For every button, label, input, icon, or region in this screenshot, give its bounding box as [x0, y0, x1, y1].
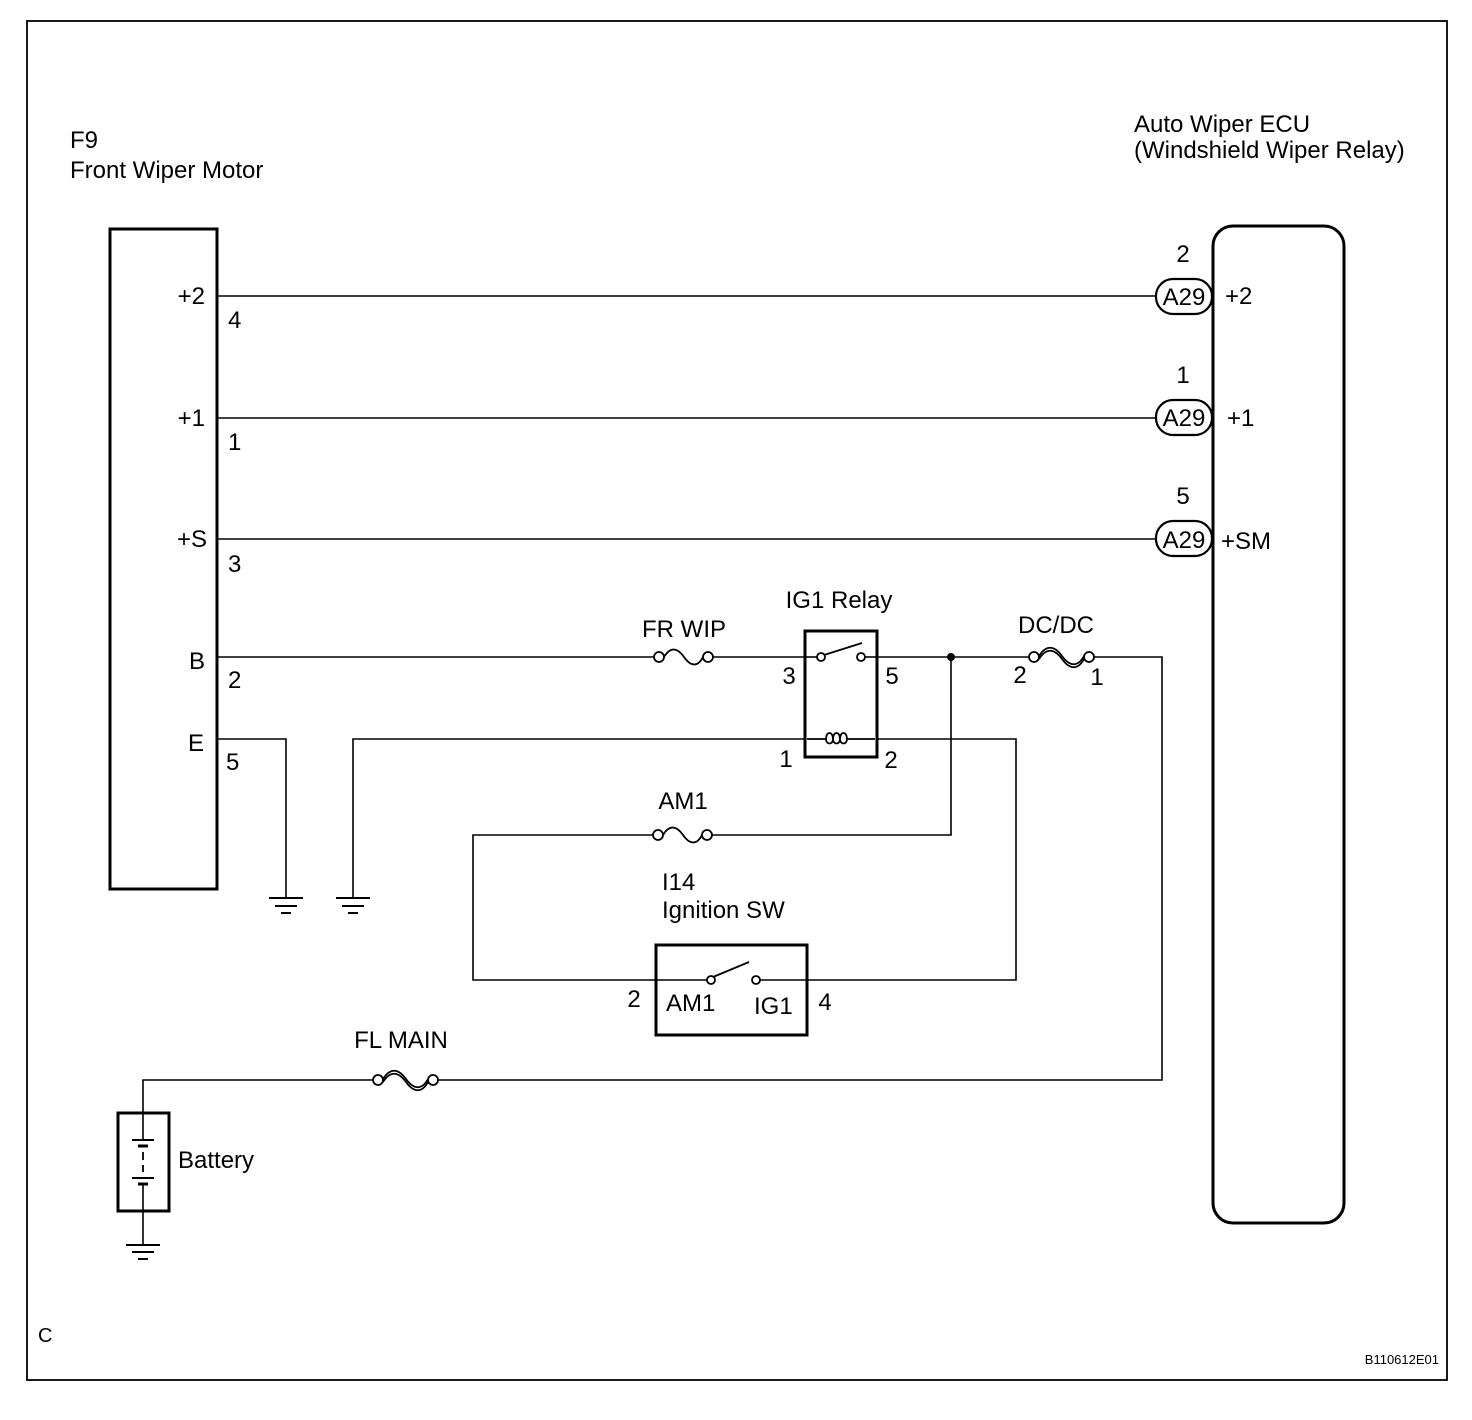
ecu-terminal-plusSM: +SM — [1221, 528, 1271, 555]
ecu-terminal-plus2: +2 — [1225, 283, 1252, 310]
ignition-connector-id: I14 — [662, 869, 695, 896]
motor-pin-B: 2 — [228, 667, 241, 694]
ignition-label-am1: AM1 — [666, 990, 715, 1017]
motor-name: Front Wiper Motor — [70, 157, 263, 184]
relay-pin-5: 5 — [885, 663, 898, 690]
ecu-connector-id-plusSM: A29 — [1163, 527, 1206, 554]
ecu-pin-plus2: 2 — [1176, 241, 1189, 268]
wire-dcdc-down — [438, 656, 1163, 1081]
fuse-am1-label: AM1 — [658, 788, 707, 815]
ecu-name-line1: Auto Wiper ECU — [1134, 111, 1310, 138]
figure-id: B110612E01 — [1365, 1352, 1439, 1367]
ecu-connector-id-plus2: A29 — [1163, 284, 1206, 311]
motor-pin-plus2: 4 — [228, 307, 241, 334]
fuse-fr-wip-icon — [653, 648, 714, 666]
wire-junction-to-am1 — [712, 657, 952, 836]
fuse-dcdc-label: DC/DC — [1018, 612, 1094, 639]
dcdc-pin-left: 2 — [1013, 662, 1026, 689]
relay-label: IG1 Relay — [786, 587, 893, 614]
motor-terminal-E: E — [188, 730, 204, 757]
front-wiper-motor: F9 Front Wiper Motor +2 4 +1 1 +S 3 B 2 … — [70, 127, 263, 891]
ecu-terminal-plus1: +1 — [1227, 405, 1254, 432]
motor-terminal-plus2: +2 — [178, 283, 205, 310]
battery: Battery — [116, 1111, 254, 1260]
motor-body — [108, 227, 219, 891]
wire-coil-to-ig1 — [807, 738, 1017, 981]
ecu-body — [1211, 224, 1346, 1225]
ecu-name-line2: (Windshield Wiper Relay) — [1134, 137, 1405, 164]
wire-flmain-to-battery — [142, 1079, 373, 1113]
relay-pin-1: 1 — [779, 746, 792, 773]
fuse-fl-main-icon — [372, 1069, 439, 1092]
ignition-pin-right: 4 — [818, 989, 831, 1016]
dcdc-pin-right: 1 — [1090, 664, 1103, 691]
relay-pin-3: 3 — [782, 663, 795, 690]
fl-main-line: FL MAIN — [142, 1027, 448, 1113]
corner-label: C — [38, 1325, 52, 1347]
ignition-name: Ignition SW — [662, 897, 785, 924]
motor-pin-plusS: 3 — [228, 551, 241, 578]
fuse-dcdc-icon — [1028, 646, 1095, 669]
am1-line: AM1 — [472, 657, 952, 981]
motor-terminal-plusS: +S — [177, 526, 207, 553]
wire-coil-ground — [352, 738, 805, 898]
ground-symbol-battery — [126, 1244, 160, 1260]
auto-wiper-ecu: Auto Wiper ECU (Windshield Wiper Relay) … — [1134, 111, 1405, 1225]
ignition-switch: I14 Ignition SW 2 AM1 IG1 4 — [627, 869, 832, 1037]
ecu-connector-id-plus1: A29 — [1163, 405, 1206, 432]
wire-am1-to-switch — [472, 834, 656, 981]
motor-pin-plus1: 1 — [228, 429, 241, 456]
motor-connector-id: F9 — [70, 127, 98, 154]
fuse-fr-wip-label: FR WIP — [642, 616, 726, 643]
fuse-fl-main-label: FL MAIN — [354, 1027, 448, 1054]
battery-label: Battery — [178, 1147, 254, 1174]
ignition-label-ig1: IG1 — [754, 993, 793, 1020]
motor-terminal-plus1: +1 — [178, 405, 205, 432]
motor-pin-E: 5 — [226, 749, 239, 776]
ig1-relay: IG1 Relay 3 5 1 2 — [779, 587, 898, 774]
relay-body — [803, 629, 879, 759]
ground-symbol-relay — [336, 897, 370, 914]
motor-terminal-B: B — [189, 648, 205, 675]
fuse-am1-icon — [652, 826, 713, 844]
diagram-frame — [26, 20, 1448, 1381]
relay-pin-2: 2 — [884, 747, 897, 774]
ignition-body — [654, 943, 809, 1037]
ground-symbol-motor — [269, 897, 303, 914]
b-power-line: FR WIP DC/DC 2 1 — [218, 612, 1163, 1081]
wire-e-ground — [218, 738, 287, 898]
ignition-pin-left: 2 — [627, 986, 640, 1013]
ecu-pin-plusSM: 5 — [1176, 483, 1189, 510]
ecu-pin-plus1: 1 — [1176, 362, 1189, 389]
